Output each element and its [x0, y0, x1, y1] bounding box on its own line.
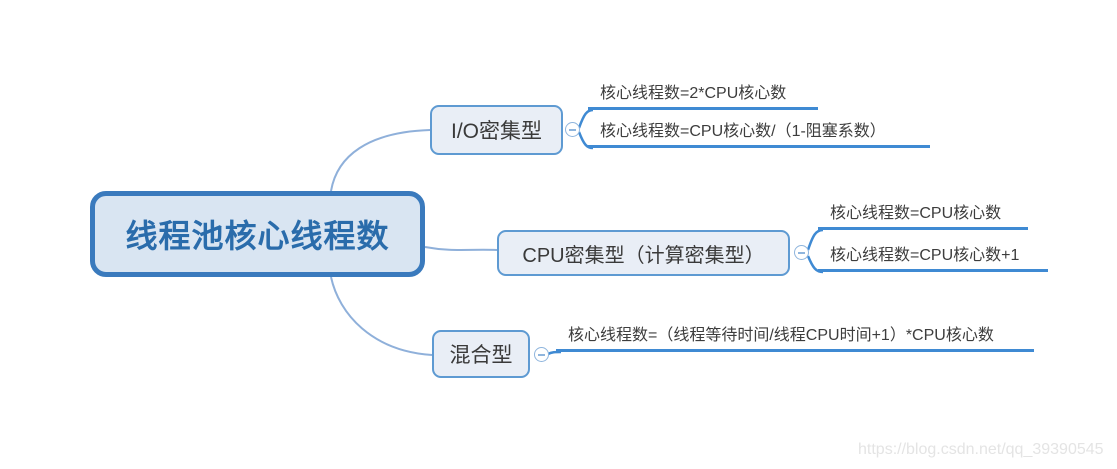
leaf-formula-io-2[interactable]: 核心线程数=CPU核心数/（1-阻塞系数） — [588, 121, 930, 148]
leaf-formula-cpu-1[interactable]: 核心线程数=CPU核心数 — [818, 203, 1028, 230]
watermark-url: https://blog.csdn.net/qq_39390545 — [858, 441, 1104, 458]
connector-root-to-cpu — [424, 246, 498, 251]
leaf-formula-text: 核心线程数=2*CPU核心数 — [600, 85, 787, 102]
branch-node-io-intensive[interactable]: I/O密集型 — [430, 105, 563, 155]
leaf-formula-mixed-1[interactable]: 核心线程数=（线程等待时间/线程CPU时间+1）*CPU核心数 — [556, 325, 1034, 352]
leaf-formula-io-1[interactable]: 核心线程数=2*CPU核心数 — [588, 84, 818, 110]
minus-icon — [538, 353, 545, 356]
leaf-formula-text: 核心线程数=CPU核心数+1 — [830, 247, 1020, 264]
minus-icon — [798, 251, 805, 254]
connector-root-to-io — [330, 129, 431, 192]
leaf-formula-text: 核心线程数=CPU核心数/（1-阻塞系数） — [600, 123, 886, 140]
branch-node-label: I/O密集型 — [450, 120, 542, 143]
branch-node-label: 混合型 — [449, 344, 513, 367]
collapse-toggle-cpu[interactable] — [794, 245, 809, 260]
leaf-formula-text: 核心线程数=CPU核心数 — [830, 205, 1002, 222]
branch-node-mixed[interactable]: 混合型 — [432, 330, 530, 378]
branch-node-label: CPU密集型（计算密集型） — [522, 244, 765, 267]
bracket-mixed-to-leaf1 — [547, 350, 562, 356]
collapse-toggle-mixed[interactable] — [534, 347, 549, 362]
leaf-formula-text: 核心线程数=（线程等待时间/线程CPU时间+1）*CPU核心数 — [568, 327, 994, 344]
connector-root-to-mixed — [330, 276, 433, 356]
leaf-formula-cpu-2[interactable]: 核心线程数=CPU核心数+1 — [818, 245, 1048, 272]
collapse-toggle-io[interactable] — [565, 122, 580, 137]
branch-node-cpu-intensive[interactable]: CPU密集型（计算密集型） — [497, 230, 790, 276]
root-node-thread-pool[interactable]: 线程池核心线程数 — [90, 191, 425, 277]
minus-icon — [569, 128, 576, 131]
root-node-label: 线程池核心线程数 — [125, 218, 390, 254]
